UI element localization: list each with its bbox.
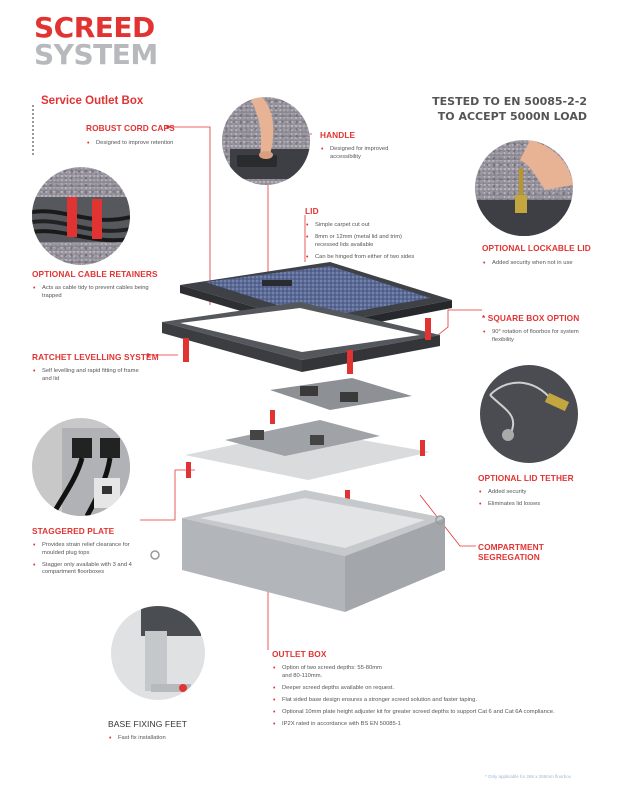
optional-lockable-lid-title: OPTIONAL LOCKABLE LID (482, 243, 591, 253)
handle-photo (222, 97, 310, 185)
handle-title: HANDLE (320, 130, 356, 140)
lockable-lid-photo (475, 140, 573, 236)
title-system: SYSTEM (34, 38, 158, 71)
square-box-option-bullets: 90° rotation of floorbox for system flex… (482, 329, 582, 349)
ratchet-levelling-system-title: RATCHET LEVELLING SYSTEM (32, 352, 159, 362)
optional-cable-retainers-bullets: Acts as cable tidy to prevent cables bei… (32, 285, 152, 305)
optional-lockable-lid-bullets: Added security when not in use (482, 260, 592, 272)
base-fixing-feet-title: BASE FIXING FEET (108, 719, 188, 729)
square-box-option-title: * SQUARE BOX OPTION (482, 313, 580, 323)
compartment-segregation-title: COMPARTMENT SEGREGATION (478, 542, 544, 562)
ratchet-levelling-system-bullets: Self levelling and rapid fitting of fram… (32, 368, 147, 388)
handle-bullets: Designed for improved accessibility (320, 146, 390, 166)
title-screed: SCREED (34, 11, 155, 44)
robust-cord-caps-bullets: Designed to improve retention (86, 140, 196, 152)
robust-cord-caps-title: ROBUST CORD CAPS (86, 123, 175, 133)
dotted-divider (32, 105, 34, 155)
cable-retainers-photo (32, 167, 130, 265)
staggered-plate-title: STAGGERED PLATE (32, 526, 115, 536)
subtitle: Service Outlet Box (41, 95, 144, 107)
lid-bullets: Simple carpet cut out 8mm or 12mm (metal… (305, 222, 423, 266)
optional-cable-retainers-title: OPTIONAL CABLE RETAINERS (32, 269, 158, 279)
outlet-box-title: OUTLET BOX (272, 649, 327, 659)
tested-statement: TESTED TO EN 50085-2-2 TO ACCEPT 5000N L… (432, 95, 587, 123)
base-fixing-feet-bullets: Fast fix installation (108, 735, 208, 747)
outlet-box (150, 490, 445, 612)
optional-lid-tether-title: OPTIONAL LID TETHER (478, 473, 574, 483)
segregation-tray (185, 410, 430, 506)
optional-lid-tether-bullets: Added security Eliminates lid losses (478, 489, 578, 513)
lid-title: LID (305, 206, 319, 216)
frame (162, 302, 440, 374)
footnote: * Only applicable for 265 x 265mm floorb… (484, 774, 571, 779)
staggered-plate-bullets: Provides strain relief clearance for mou… (32, 542, 132, 581)
module-plate (270, 378, 412, 410)
outlet-box-bullets: Option of two screed depths: 55-80mm and… (272, 665, 572, 733)
base-fixing-feet-photo (111, 606, 205, 700)
lid-tether-photo (480, 365, 578, 463)
